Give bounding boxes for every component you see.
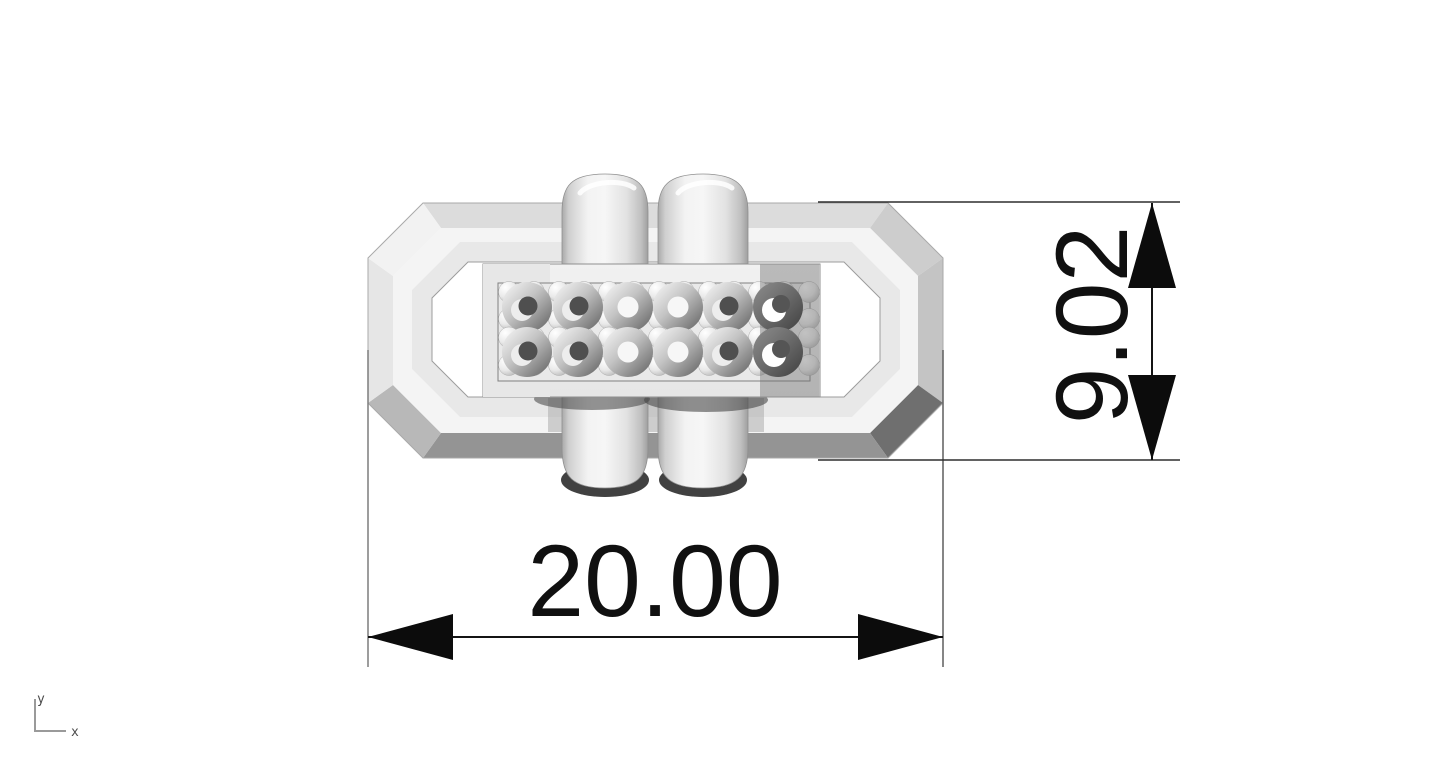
axis-y-label: y [37,692,45,707]
pin-highlight [675,179,735,196]
bottom-pin-left[interactable] [561,395,649,489]
dimension-height-value[interactable]: 9.02 [1035,226,1149,425]
arrowhead-right-icon [858,614,943,660]
frame-facet-bottom-right [870,385,943,458]
frame-facet-left [368,258,393,403]
axis-indicator: y x [34,692,79,740]
frame-inner-chamfer [412,242,900,417]
model-octagonal-link-assembly[interactable] [367,173,944,497]
top-pin-left[interactable] [561,173,649,267]
dimension-height[interactable]: 9.02 [818,201,1180,461]
perforated-plate[interactable] [482,263,821,398]
plate-hole-pattern-shadow-zone [753,282,803,377]
frame-top-face [393,228,918,433]
frame-facet-right [918,258,943,403]
dimension-width-value[interactable]: 20.00 [527,524,782,638]
axis-lines-icon [34,699,66,732]
arrowhead-down-icon [1128,375,1176,460]
top-pin-right[interactable] [657,173,749,267]
frame-facet-bottom-left [368,385,441,458]
frame-facet-top [423,203,888,228]
pin-cylinders[interactable] [561,173,749,489]
axis-x-label: x [71,725,79,740]
dimension-width[interactable]: 20.00 [367,350,944,667]
frame-facet-bottom [423,433,888,458]
frame-facet-top-right [870,203,943,276]
bottom-pin-right[interactable] [657,395,749,489]
arrowhead-left-icon [368,614,453,660]
arrowhead-up-icon [1128,203,1176,288]
frame-facet-top-left [368,203,441,276]
frame-outline [367,202,944,459]
pin-highlight [577,179,637,196]
